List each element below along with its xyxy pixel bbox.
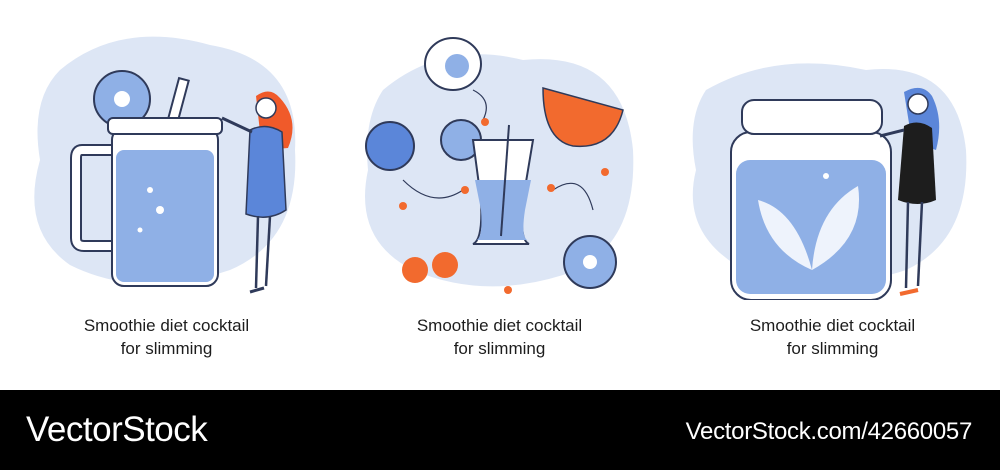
woman-figure-icon xyxy=(879,87,940,296)
leaf-icon xyxy=(758,200,812,270)
woman-figure-icon xyxy=(221,91,293,294)
jar-lid-icon xyxy=(741,99,883,135)
panel-caption: Smoothie diet cocktail for slimming xyxy=(666,314,999,360)
orange-icon xyxy=(402,257,428,283)
stock-image-id: VectorStock.com/42660057 xyxy=(685,418,973,445)
mug-illustration xyxy=(34,36,296,294)
jar-illustration xyxy=(692,63,967,300)
panel-caption: Smoothie diet cocktail for slimming xyxy=(0,314,333,360)
panel-jar: Smoothie diet cocktail for slimming xyxy=(666,0,999,390)
caption-line-1: Smoothie diet cocktail xyxy=(83,316,250,335)
leaf-icon xyxy=(812,186,860,270)
caption-line-1: Smoothie diet cocktail xyxy=(416,316,583,335)
brand-logo: VectorStock xyxy=(26,410,208,449)
glass-illustration xyxy=(365,37,634,294)
panel-mug: Smoothie diet cocktail for slimming xyxy=(0,0,333,390)
caption-line-2: for slimming xyxy=(786,339,879,358)
apple-icon xyxy=(365,121,415,171)
orange-slice-icon xyxy=(542,87,624,148)
panel-glass: Smoothie diet cocktail for slimming xyxy=(333,0,666,390)
caption-line-1: Smoothie diet cocktail xyxy=(749,316,916,335)
watermark-footer: VectorStock VectorStock.com/42660057 xyxy=(0,390,1000,470)
orange-icon xyxy=(432,252,458,278)
caption-line-2: for slimming xyxy=(453,339,546,358)
caption-line-2: for slimming xyxy=(120,339,213,358)
panel-caption: Smoothie diet cocktail for slimming xyxy=(333,314,666,360)
